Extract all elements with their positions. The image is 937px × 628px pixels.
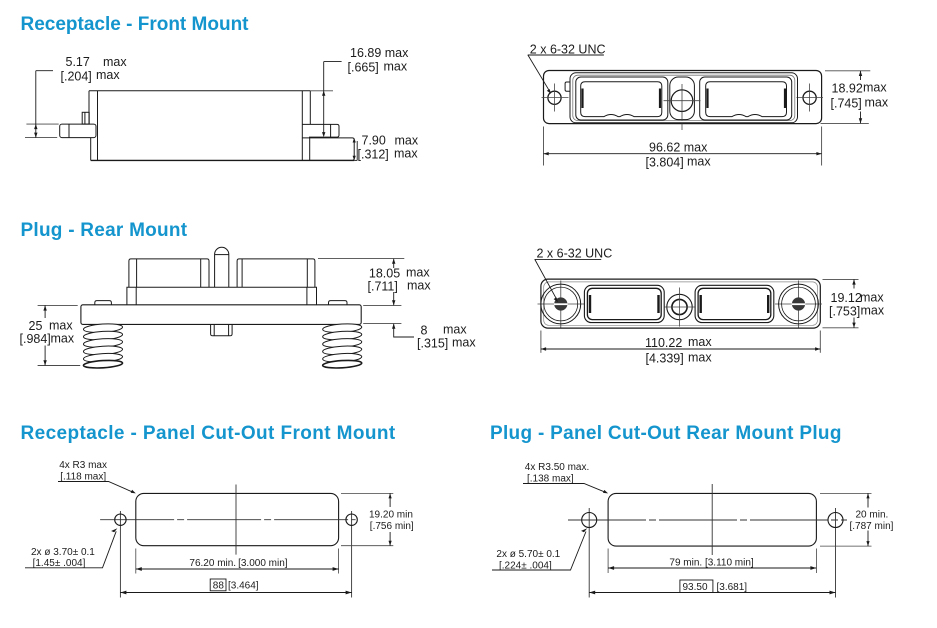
svg-text:Plug - Panel Cut-Out Rear Moun: Plug - Panel Cut-Out Rear Mount Plug [490, 423, 842, 444]
svg-text:max: max [96, 68, 120, 82]
svg-text:8: 8 [421, 324, 428, 338]
svg-text:Receptacle - Panel Cut-Out Fro: Receptacle - Panel Cut-Out Front Mount [21, 423, 396, 444]
svg-text:max: max [687, 155, 711, 169]
svg-text:max: max [51, 332, 75, 346]
svg-text:110.22: 110.22 [645, 336, 682, 350]
svg-text:18.92: 18.92 [832, 82, 863, 96]
svg-text:[1.45± .004]: [1.45± .004] [33, 558, 86, 569]
svg-text:2 x 6-32 UNC: 2 x 6-32 UNC [537, 247, 613, 261]
svg-text:[.118 max]: [.118 max] [60, 472, 106, 483]
svg-text:4x R3 max: 4x R3 max [59, 460, 107, 471]
svg-text:[3.804]: [3.804] [646, 156, 684, 170]
svg-text:[.756 min]: [.756 min] [370, 521, 414, 532]
svg-text:Receptacle - Front Mount: Receptacle - Front Mount [21, 14, 250, 35]
svg-text:18.05: 18.05 [369, 267, 400, 281]
svg-text:76.20 min. [3.000 min]: 76.20 min. [3.000 min] [189, 558, 287, 569]
svg-text:max: max [452, 336, 476, 350]
svg-text:max: max [861, 304, 885, 318]
svg-text:max: max [394, 147, 418, 161]
svg-text:[.984]: [.984] [20, 332, 51, 346]
svg-text:7.90: 7.90 [362, 134, 386, 148]
svg-text:max: max [443, 323, 467, 337]
svg-text:16.89 max: 16.89 max [350, 46, 409, 60]
svg-text:max: max [865, 96, 889, 110]
svg-text:max: max [395, 134, 419, 148]
svg-text:19.20 min: 19.20 min [369, 510, 413, 521]
svg-text:79 min. [3.110 min]: 79 min. [3.110 min] [669, 558, 754, 569]
svg-text:[.138 max]: [.138 max] [527, 474, 574, 485]
svg-text:25: 25 [29, 319, 43, 333]
svg-text:[.753]: [.753] [829, 305, 860, 319]
svg-text:[3.681]: [3.681] [717, 582, 748, 593]
svg-text:[.711]: [.711] [368, 280, 398, 294]
svg-text:[.787 min]: [.787 min] [850, 521, 894, 532]
svg-text:2x ø 5.70± 0.1: 2x ø 5.70± 0.1 [496, 549, 560, 560]
svg-text:max: max [406, 266, 430, 280]
svg-text:20 min.: 20 min. [856, 510, 889, 521]
svg-text:max: max [860, 291, 884, 305]
svg-text:[.665]: [.665] [348, 61, 379, 75]
svg-text:88: 88 [213, 581, 225, 592]
svg-text:max: max [49, 319, 73, 333]
svg-text:[.312]: [.312] [358, 148, 389, 162]
svg-text:[.204]: [.204] [61, 70, 92, 84]
svg-text:[3.464]: [3.464] [228, 581, 259, 592]
svg-text:[.224± .004]: [.224± .004] [499, 561, 552, 572]
svg-text:Plug - Rear Mount: Plug - Rear Mount [21, 220, 188, 241]
svg-text:[.315]: [.315] [417, 337, 448, 351]
svg-text:2 x 6-32 UNC: 2 x 6-32 UNC [530, 43, 606, 57]
svg-text:max: max [863, 81, 887, 95]
svg-text:4x R3.50 max.: 4x R3.50 max. [525, 462, 589, 473]
svg-text:[4.339]: [4.339] [646, 352, 684, 366]
svg-text:max: max [407, 279, 431, 293]
svg-text:max: max [688, 335, 712, 349]
svg-text:max: max [384, 60, 408, 74]
svg-text:96.62 max: 96.62 max [649, 140, 708, 154]
svg-text:max: max [688, 351, 712, 365]
svg-text:max: max [103, 55, 127, 69]
svg-text:5.17: 5.17 [66, 55, 90, 69]
svg-text:93.50: 93.50 [683, 582, 708, 593]
svg-text:[.745]: [.745] [831, 97, 862, 111]
svg-text:2x ø 3.70± 0.1: 2x ø 3.70± 0.1 [31, 547, 95, 558]
svg-text:19.12: 19.12 [831, 291, 862, 305]
